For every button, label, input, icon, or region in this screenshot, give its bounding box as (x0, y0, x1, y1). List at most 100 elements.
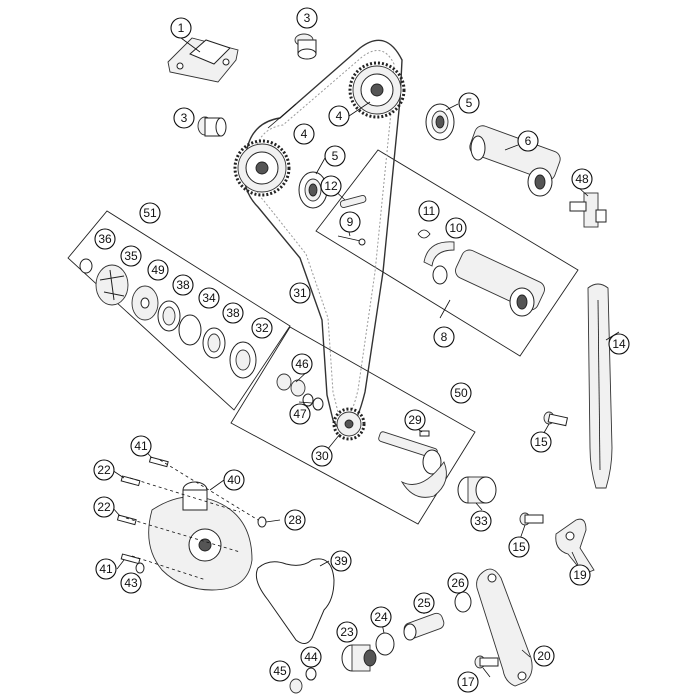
callout-25: 25 (413, 592, 435, 614)
callout-number: 12 (324, 179, 338, 193)
callout-circle (370, 606, 392, 628)
callout-15: 15 (530, 431, 552, 453)
callout-47: 47 (289, 403, 311, 425)
key-29 (419, 430, 430, 437)
tensioner-housing-23 (341, 644, 377, 672)
callout-circle (93, 459, 115, 481)
impeller-35 (95, 264, 129, 306)
callout-22: 22 (93, 496, 115, 518)
camshaft-sprocket-upper (348, 61, 406, 119)
bearing-lower (298, 171, 328, 209)
callout-4: 4 (328, 105, 350, 127)
callout-11: 11 (418, 200, 440, 222)
callout-circle (139, 202, 161, 224)
decompressor-10 (423, 241, 455, 285)
callout-circle (470, 510, 492, 532)
callout-3: 3 (173, 107, 195, 129)
callout-9: 9 (339, 211, 361, 233)
o-ring-26 (454, 591, 472, 613)
chain-guide-14 (587, 283, 613, 489)
callout-circle (284, 509, 306, 531)
camshaft-intake (455, 249, 545, 317)
callout-circle (418, 200, 440, 222)
washer-28 (257, 516, 267, 528)
callout-number: 44 (304, 650, 318, 664)
clip-11 (417, 229, 431, 239)
chain-guide-plate (167, 37, 239, 83)
gasket-39 (255, 558, 335, 644)
callout-number: 28 (288, 513, 302, 527)
camshaft-exhaust (469, 125, 561, 197)
callout-number: 15 (534, 435, 548, 449)
water-pump-cover (148, 481, 253, 591)
camshaft-sprocket-lower (233, 139, 291, 197)
seal-38-a (157, 300, 181, 332)
callout-41: 41 (130, 435, 152, 457)
callout-circle (120, 245, 142, 267)
callout-circle (172, 274, 194, 296)
callout-39: 39 (330, 550, 352, 572)
callout-32: 32 (251, 317, 273, 339)
callout-number: 43 (124, 576, 138, 590)
callout-circle (170, 17, 192, 39)
callout-number: 34 (202, 291, 216, 305)
callout-44: 44 (300, 646, 322, 668)
callout-14: 14 (608, 333, 630, 355)
callout-circle (269, 660, 291, 682)
callout-number: 23 (340, 625, 354, 639)
washer-43 (135, 562, 145, 574)
callout-34: 34 (198, 287, 220, 309)
callout-23: 23 (336, 621, 358, 643)
callout-circle (296, 7, 318, 29)
camshaft-sensor (569, 192, 607, 228)
callout-number: 6 (525, 134, 532, 148)
callout-number: 14 (612, 337, 626, 351)
timing-chain (243, 39, 403, 432)
callout-number: 9 (347, 215, 354, 229)
screw-15-upper (543, 411, 569, 427)
pin-12 (339, 194, 367, 209)
callout-number: 5 (332, 149, 339, 163)
callout-number: 20 (537, 649, 551, 663)
callout-48: 48 (571, 168, 593, 190)
callout-10: 10 (445, 217, 467, 239)
callout-number: 51 (143, 206, 157, 220)
callout-circle (222, 302, 244, 324)
callout-circle (289, 282, 311, 304)
o-ring-24 (375, 632, 395, 656)
callout-circle (95, 558, 117, 580)
callout-1: 1 (170, 17, 192, 39)
callout-50: 50 (450, 382, 472, 404)
callout-28: 28 (284, 509, 306, 531)
callout-circle (291, 353, 313, 375)
callout-number: 5 (466, 96, 473, 110)
callout-15: 15 (508, 536, 530, 558)
screw-plug-left (197, 116, 227, 137)
o-ring-34 (178, 314, 202, 346)
callout-number: 29 (408, 413, 422, 427)
callout-circle (94, 228, 116, 250)
callout-number: 41 (134, 439, 148, 453)
callout-51: 51 (139, 202, 161, 224)
balancer-shaft (378, 431, 447, 498)
bushing-46 (276, 373, 306, 397)
callout-number: 22 (97, 463, 111, 477)
callout-circle (147, 259, 169, 281)
callout-circle (120, 572, 142, 594)
bearing-upper (425, 103, 455, 141)
callout-circle (293, 123, 315, 145)
callout-circle (608, 333, 630, 355)
callout-6: 6 (517, 130, 539, 152)
callout-circle (447, 572, 469, 594)
callout-number: 32 (255, 321, 269, 335)
callout-number: 24 (374, 610, 388, 624)
callout-41: 41 (95, 558, 117, 580)
callout-26: 26 (447, 572, 469, 594)
callout-number: 31 (293, 286, 307, 300)
screw-plug-top (294, 33, 317, 60)
callout-circle (300, 646, 322, 668)
callout-29: 29 (404, 409, 426, 431)
seal-38-b (202, 327, 226, 359)
callout-circle (289, 403, 311, 425)
bolt-22-lower (116, 514, 137, 526)
